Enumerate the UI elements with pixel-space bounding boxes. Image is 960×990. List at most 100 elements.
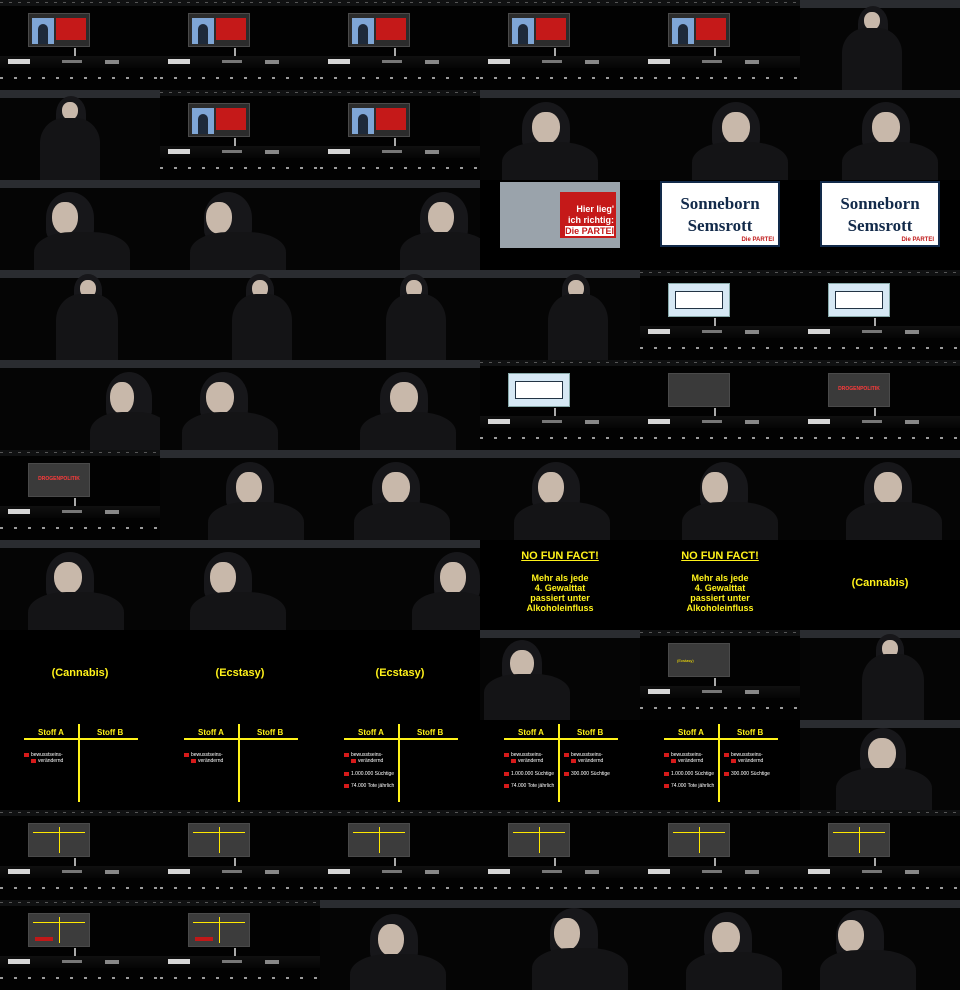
table-entry: 300.000 Süchtige: [724, 771, 770, 777]
table-entry: 300.000 Süchtige: [564, 771, 610, 777]
table-header: Stoff B: [577, 728, 604, 737]
slide-title: (Ecstasy): [375, 667, 425, 679]
stage-screen: DROGENPOLITIK: [28, 463, 90, 497]
stage-screen: [348, 823, 410, 857]
speaker-frame: [480, 450, 640, 540]
names-poster: Sonneborn Semsrott Die PARTEI: [820, 181, 940, 247]
speaker-frame: [640, 450, 800, 540]
stage-frame: [0, 810, 160, 900]
speaker-frame: [800, 900, 960, 990]
table-frame: Stoff A Stoff B bewusstseins- verändernd…: [320, 720, 480, 810]
table-entry: bewusstseins-: [564, 752, 603, 758]
speaker-frame: [640, 900, 800, 990]
stage-frame: [320, 810, 480, 900]
stage-frame: [480, 810, 640, 900]
stage-screen: [508, 823, 570, 857]
slide-title: NO FUN FACT!: [681, 550, 759, 562]
table-entry-cont: verändernd: [731, 758, 763, 764]
poster-frame: Hier lieg' ich richtig: Die PARTEI: [480, 180, 640, 270]
slide-line: passiert unter: [530, 593, 590, 603]
speaker-frame: [320, 360, 480, 450]
screen-title: DROGENPOLITIK: [838, 386, 880, 392]
slide-frame: NO FUN FACT! Mehr als jede 4. Gewalttat …: [480, 540, 640, 630]
speaker-frame: [320, 270, 480, 360]
poster-name: Semsrott: [847, 216, 913, 235]
slide-line: Mehr als jede: [691, 573, 749, 583]
slide-line: 4. Gewalttat: [534, 583, 586, 593]
speaker-frame: [0, 540, 160, 630]
stage-frame: [160, 900, 320, 990]
stage-screen: [348, 103, 410, 137]
table-header: Stoff A: [678, 728, 704, 737]
slide-line: 4. Gewalttat: [694, 583, 746, 593]
stage-frame: [480, 0, 640, 90]
table-frame: Stoff A Stoff B bewusstseins- verändernd: [160, 720, 320, 810]
table-entry: bewusstseins-: [504, 752, 543, 758]
stage-screen: [668, 373, 730, 407]
speaker-frame: [800, 90, 960, 180]
stage-frame: [0, 0, 160, 90]
campaign-poster: Hier lieg' ich richtig: Die PARTEI: [500, 182, 620, 248]
table-header: Stoff B: [257, 728, 284, 737]
stage-screen: [508, 13, 570, 47]
stage-screen: [188, 823, 250, 857]
speaker-frame: [800, 450, 960, 540]
slide-frame: (Ecstasy): [320, 630, 480, 720]
stage-frame: [320, 90, 480, 180]
table-entry-cont: verändernd: [31, 758, 63, 764]
table-header: Stoff A: [358, 728, 384, 737]
table-entry: 74.000 Tote jährlich: [344, 783, 394, 789]
poster-name: Sonneborn: [680, 194, 760, 213]
slide-line: Alkoholeinfluss: [526, 603, 594, 613]
slide-frame: NO FUN FACT! Mehr als jede 4. Gewalttat …: [640, 540, 800, 630]
poster-name: Sonneborn: [840, 194, 920, 213]
table-entry: bewusstseins-: [184, 752, 223, 758]
speaker-frame: [320, 540, 480, 630]
table-header: Stoff A: [518, 728, 544, 737]
table-frame: Stoff A Stoff B bewusstseins- verändernd: [0, 720, 160, 810]
poster-brand: Die PARTEI: [741, 237, 774, 243]
stage-frame: (Ecstasy): [640, 630, 800, 720]
table-header: Stoff B: [97, 728, 124, 737]
stage-screen: [668, 823, 730, 857]
table-entry: bewusstseins-: [24, 752, 63, 758]
stage-frame: [640, 360, 800, 450]
table-frame: Stoff A Stoff B bewusstseins- verändernd…: [480, 720, 640, 810]
table-header: Stoff A: [198, 728, 224, 737]
slide-line: Mehr als jede: [531, 573, 589, 583]
slide-frame: (Ecstasy): [160, 630, 320, 720]
stage-frame: [800, 270, 960, 360]
speaker-frame: [480, 630, 640, 720]
stage-screen: [668, 13, 730, 47]
poster-name: Semsrott: [687, 216, 753, 235]
stage-screen: [828, 283, 890, 317]
stage-screen: [828, 823, 890, 857]
stage-frame: [640, 810, 800, 900]
table-header: Stoff A: [38, 728, 64, 737]
table-header: Stoff B: [737, 728, 764, 737]
table-entry: 1.000.000 Süchtige: [664, 771, 714, 777]
stage-frame: [640, 270, 800, 360]
speaker-frame: [160, 540, 320, 630]
slide-line: passiert unter: [690, 593, 750, 603]
stage-screen: [28, 823, 90, 857]
table-frame: Stoff A Stoff B bewusstseins- verändernd…: [640, 720, 800, 810]
poster-frame: Sonneborn Semsrott Die PARTEI: [800, 180, 960, 270]
table-entry-cont: verändernd: [191, 758, 223, 764]
stage-screen: (Ecstasy): [668, 643, 730, 677]
stage-screen: [188, 913, 250, 947]
table-entry: 74.000 Tote jährlich: [504, 783, 554, 789]
stage-screen: [348, 13, 410, 47]
stage-frame: [160, 0, 320, 90]
table-entry-cont: verändernd: [671, 758, 703, 764]
slide-title: NO FUN FACT!: [521, 550, 599, 562]
speaker-frame: [0, 270, 160, 360]
stage-frame: [0, 900, 160, 990]
speaker-frame: [320, 450, 480, 540]
stage-screen: DROGENPOLITIK: [828, 373, 890, 407]
poster-line: ich richtig:: [567, 215, 614, 225]
table-entry-cont: verändernd: [511, 758, 543, 764]
slide-title: (Ecstasy): [215, 667, 265, 679]
stage-frame: DROGENPOLITIK: [0, 450, 160, 540]
